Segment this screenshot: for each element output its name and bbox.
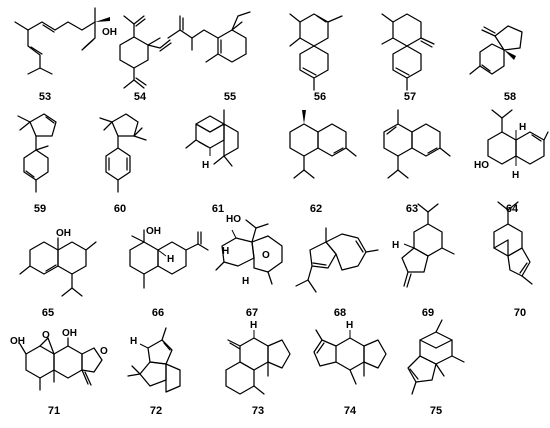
atom-label: H: [167, 254, 174, 265]
structure-74: H: [313, 320, 387, 385]
compound-number-73: 73: [252, 405, 264, 417]
compound-number-58: 58: [504, 91, 516, 103]
compound-number-75: 75: [430, 405, 442, 417]
structure-54: [119, 15, 172, 89]
compound-number-72: 72: [150, 405, 162, 417]
structure-66: OH H: [129, 226, 209, 289]
atom-label: OH: [56, 228, 71, 239]
structure-67: HO H O H: [215, 214, 283, 287]
compound-number-71: 71: [48, 405, 60, 417]
structure-62: [289, 110, 357, 179]
structure-73: H: [225, 320, 291, 395]
structure-58: [469, 25, 523, 75]
atom-label: OH: [10, 336, 25, 347]
compound-number-65: 65: [42, 307, 54, 319]
structure-55: [167, 11, 251, 63]
compound-number-57: 57: [404, 91, 416, 103]
compound-number-74: 74: [344, 405, 357, 417]
atom-label: HO: [226, 214, 241, 225]
atom-label: O: [100, 346, 108, 357]
compound-number-60: 60: [114, 203, 126, 215]
structure-63: [383, 109, 451, 179]
structure-57: [381, 13, 435, 91]
compound-number-55: 55: [224, 91, 236, 103]
atom-label: OH: [102, 27, 117, 38]
atom-label: H: [346, 320, 353, 331]
atom-label: H: [512, 170, 519, 181]
atom-label: H: [130, 336, 137, 347]
atom-label: H: [222, 246, 229, 257]
compound-number-53: 53: [39, 91, 51, 103]
structure-70: [493, 201, 533, 285]
structure-56: [289, 13, 343, 91]
structure-68: [295, 227, 379, 293]
structure-64: H HO H: [474, 109, 549, 181]
structure-60: [99, 113, 147, 193]
compound-number-70: 70: [514, 307, 526, 319]
compound-number-54: 54: [134, 91, 147, 103]
atom-label: O: [42, 330, 50, 341]
structure-61: H: [185, 109, 239, 171]
atom-label: H: [392, 240, 399, 251]
structure-71: OH O OH O: [10, 328, 108, 391]
atom-label: H: [202, 160, 209, 171]
atom-label: OH: [146, 226, 161, 237]
compound-number-67: 67: [246, 307, 258, 319]
compound-number-68: 68: [334, 307, 346, 319]
compound-number-63: 63: [406, 203, 418, 215]
atom-label: H: [519, 122, 526, 133]
atom-label: O: [262, 250, 270, 261]
structure-59: [17, 113, 57, 193]
structure-72: H: [127, 327, 181, 393]
structure-69: H: [392, 203, 455, 288]
atom-label: OH: [62, 328, 77, 339]
atom-label: H: [242, 276, 249, 287]
structure-65: OH: [19, 228, 97, 297]
compound-number-69: 69: [422, 307, 434, 319]
compound-number-61: 61: [212, 203, 224, 215]
atom-label: H: [250, 320, 257, 331]
compound-number-64: 64: [506, 203, 519, 215]
atom-label: HO: [474, 160, 489, 171]
structure-53: OH: [14, 7, 117, 75]
structure-75: [407, 319, 465, 395]
compound-number-59: 59: [34, 203, 46, 215]
compound-number-62: 62: [310, 203, 322, 215]
compound-number-66: 66: [152, 307, 164, 319]
compound-number-56: 56: [314, 91, 326, 103]
